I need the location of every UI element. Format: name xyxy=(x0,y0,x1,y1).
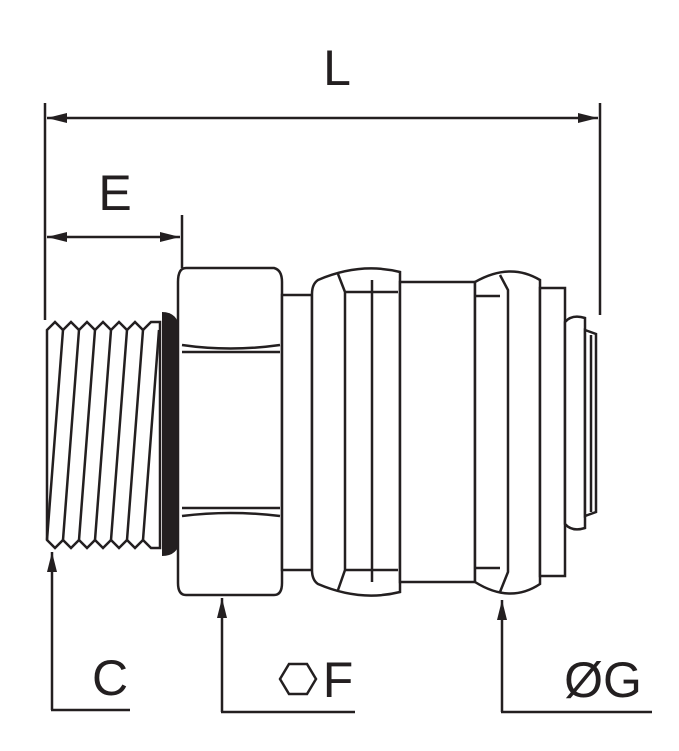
hexagon-icon xyxy=(278,662,318,696)
sealing-washer xyxy=(162,312,180,556)
diameter-leader: ØG xyxy=(497,600,652,714)
length-label: L xyxy=(323,40,351,96)
diameter-label: ØG xyxy=(564,652,642,708)
neck xyxy=(280,293,314,572)
hex-body xyxy=(176,266,284,597)
length-dimension: L xyxy=(43,40,602,320)
hex-leader: F xyxy=(217,598,355,714)
male-thread xyxy=(45,320,162,550)
thread-label: C xyxy=(92,650,128,706)
socket-body xyxy=(310,267,598,597)
thread-length-dimension: E xyxy=(47,165,184,268)
hex-label: F xyxy=(323,652,354,708)
thread-leader: C xyxy=(47,552,130,712)
thread-length-label: E xyxy=(98,165,131,221)
